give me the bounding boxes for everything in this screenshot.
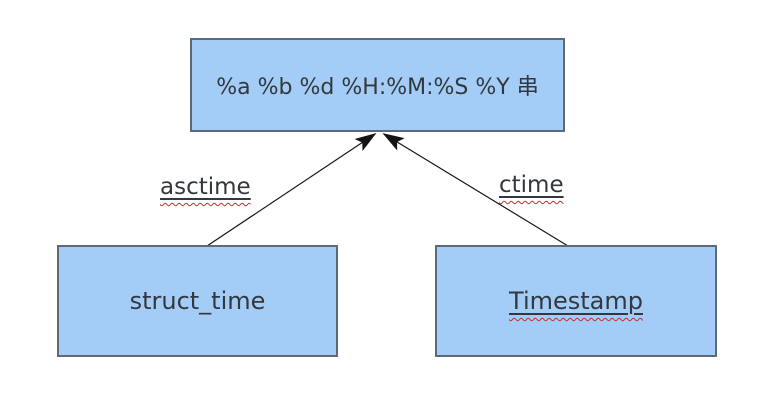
edge-label-asctime[interactable]: asctime — [160, 174, 251, 202]
edge-label-ctime[interactable]: ctime — [499, 172, 564, 200]
edge-label-ctime-text: ctime — [499, 172, 564, 198]
node-format-string-label: %a %b %d %H:%M:%S %Y 串 — [216, 75, 539, 100]
node-struct-time[interactable]: struct_time — [57, 245, 338, 357]
edge-label-asctime-text: asctime — [160, 174, 251, 200]
spellcheck-squiggle: Timestamp — [509, 287, 643, 315]
node-format-string[interactable]: %a %b %d %H:%M:%S %Y 串 — [190, 38, 565, 132]
spellcheck-squiggle: asctime — [160, 174, 251, 200]
node-timestamp-label: Timestamp — [509, 287, 643, 315]
node-timestamp[interactable]: Timestamp — [435, 245, 717, 357]
node-struct-time-label: struct_time — [129, 287, 266, 315]
spellcheck-squiggle: ctime — [499, 172, 564, 198]
